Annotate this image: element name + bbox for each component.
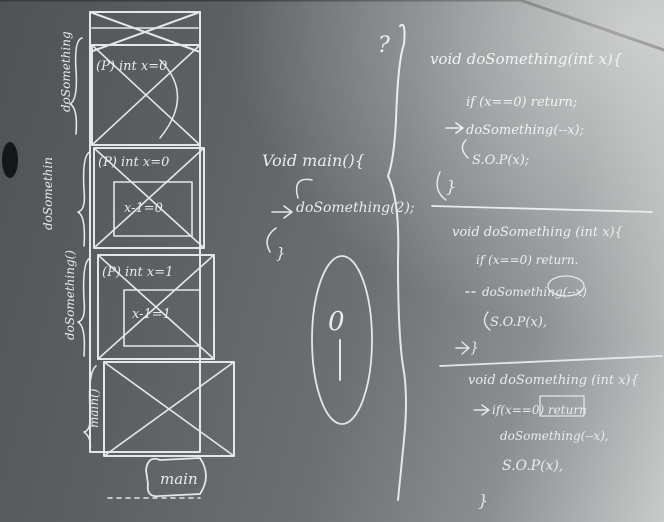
block-1-line-2: if (x==0) return; bbox=[466, 95, 577, 110]
board-top-edge bbox=[0, 0, 664, 52]
block-2-line-5: } bbox=[470, 340, 479, 356]
board-magnet bbox=[2, 142, 18, 178]
block-1-divider bbox=[431, 205, 653, 213]
frame-1-param: (P) int x=0 bbox=[96, 59, 167, 74]
frame-3-local-box bbox=[123, 289, 201, 347]
block-2-line-4: S.O.P(x), bbox=[490, 315, 547, 330]
stack-frame-1: (P) int x=0 bbox=[91, 44, 201, 146]
side-label-4: main() bbox=[87, 388, 101, 428]
main-code-line-2: doSomething(2); bbox=[296, 200, 415, 216]
main-base-label: main bbox=[160, 470, 198, 488]
stick-figure-head: 0 bbox=[328, 307, 345, 337]
block-1-line-5: } bbox=[446, 177, 456, 196]
code-block-3: void doSomething (int x){ if(x==0) retur… bbox=[468, 373, 639, 510]
frame-2-local: x-1=0 bbox=[124, 201, 163, 216]
stack-outline bbox=[89, 11, 201, 453]
block-3-line-3: doSomething(--x), bbox=[500, 429, 609, 443]
block-1-line-4: S.O.P(x); bbox=[472, 153, 529, 168]
frame-2-local-box bbox=[113, 181, 193, 237]
call-stack: (P) int x=0 (P) int x=0 x-1=0 (P) int x=… bbox=[41, 11, 235, 499]
main-code-line-1: Void main(){ bbox=[262, 151, 365, 170]
separator-brace bbox=[387, 23, 407, 501]
block-1-line-3: doSomething(--x); bbox=[466, 123, 584, 138]
stack-frame-4 bbox=[103, 361, 235, 457]
frame-2-param: (P) int x=0 bbox=[98, 155, 169, 170]
block-3-line-1: void doSomething (int x){ bbox=[468, 373, 639, 388]
block-2-line-3: doSomething(--x) bbox=[482, 285, 587, 299]
main-code: Void main(){ doSomething(2); } bbox=[262, 151, 415, 262]
main-code-line-3: } bbox=[276, 244, 286, 262]
question-mark-glyph: ? bbox=[378, 33, 390, 58]
code-block-1: void doSomething(int x){ if (x==0) retur… bbox=[430, 50, 653, 213]
main-label-shape bbox=[145, 457, 207, 498]
code-block-2: void doSomething (int x){ if (x==0) retu… bbox=[439, 225, 663, 367]
side-label-2: doSomethin bbox=[41, 157, 55, 230]
block-3-line-4: S.O.P(x), bbox=[502, 458, 563, 474]
stick-figure: 0 bbox=[311, 255, 373, 425]
stack-frame-2: (P) int x=0 x-1=0 bbox=[93, 147, 205, 249]
block-3-line-5: } bbox=[478, 491, 488, 510]
block-2-divider bbox=[439, 355, 663, 367]
block-1-line-1: void doSomething(int x){ bbox=[430, 50, 623, 68]
block-2-line-2: if (x==0) return. bbox=[476, 253, 578, 267]
frame-3-param: (P) int x=1 bbox=[102, 265, 173, 280]
frame-3-local: x-1=1 bbox=[132, 307, 171, 322]
stack-frame-3: (P) int x=1 x-1=1 bbox=[97, 254, 215, 360]
block-2-line-1: void doSomething (int x){ bbox=[452, 225, 623, 240]
side-label-1: doSomething bbox=[59, 31, 73, 112]
side-label-3: doSomething() bbox=[63, 250, 77, 340]
